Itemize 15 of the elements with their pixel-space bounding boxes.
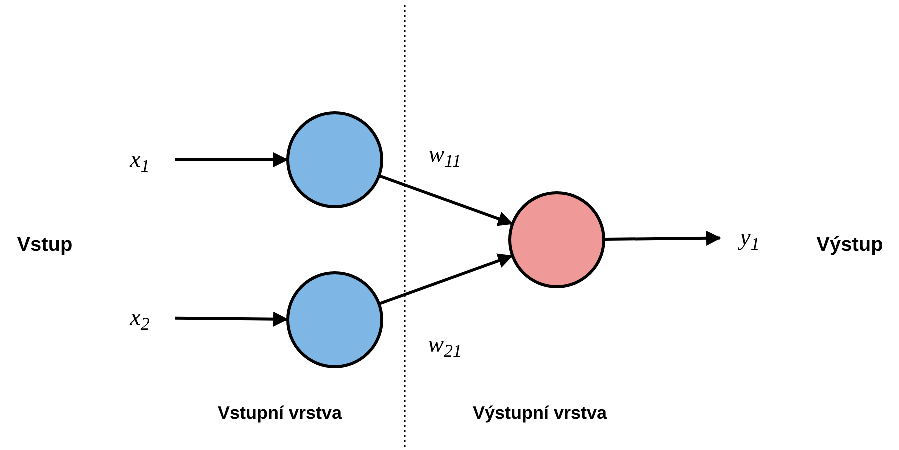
layer-label: Vstupní vrstva (218, 402, 342, 425)
layer-label: Výstup (816, 233, 884, 258)
layer-label: Vstup (17, 233, 73, 258)
arrow (174, 312, 288, 327)
neuron-circle (286, 112, 384, 208)
arrow (175, 152, 288, 168)
arrow (604, 230, 722, 246)
neuron-circle (508, 192, 606, 288)
neuron-circle (286, 272, 384, 368)
variable-label: x$_{2}$ (130, 304, 150, 334)
variable-label: x$_{1}$ (130, 146, 150, 176)
variable-label: y$_{1}$ (740, 224, 760, 254)
arrow (380, 254, 514, 306)
layer-label: Výstupní vrstva (472, 402, 608, 425)
arrow (380, 174, 514, 226)
